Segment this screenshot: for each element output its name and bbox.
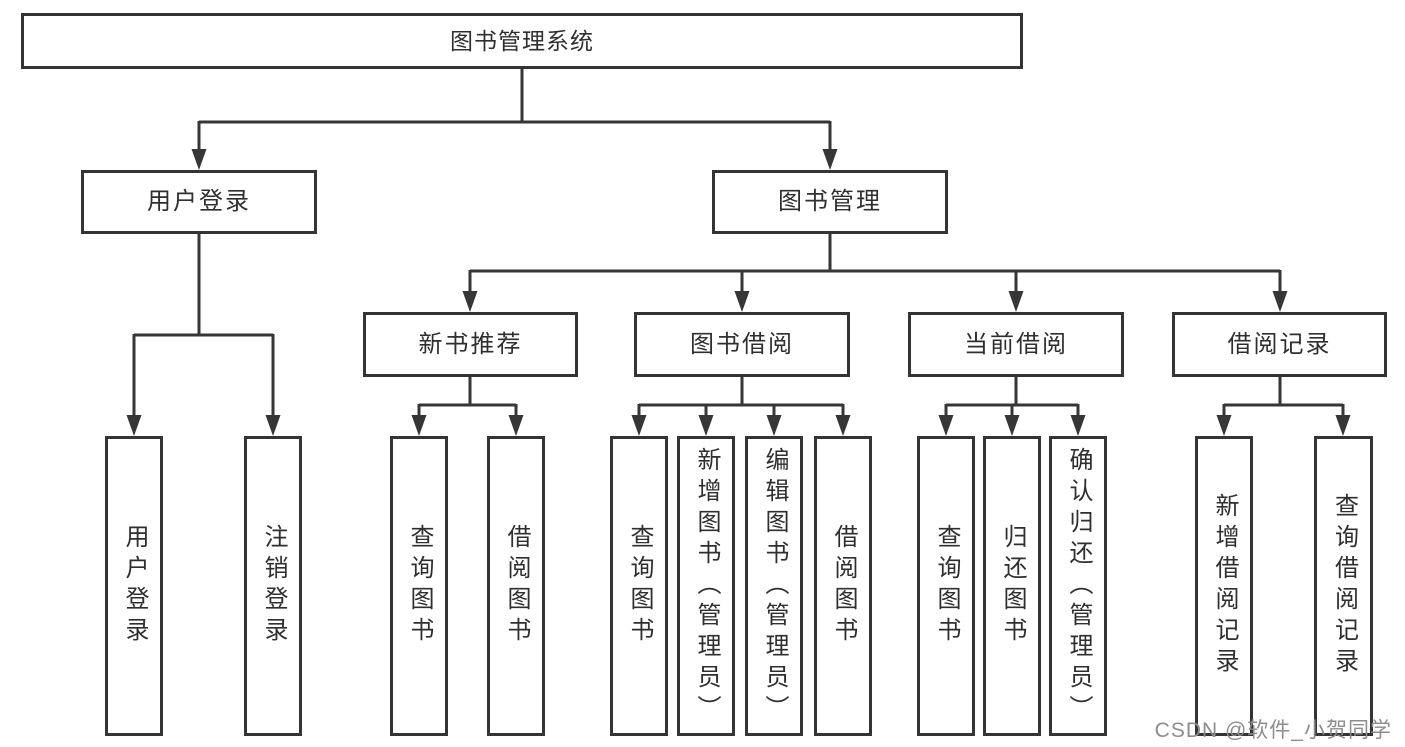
node-borrow-add-books-admin: 新增图书（管理员） xyxy=(677,436,735,736)
arrowhead xyxy=(1216,415,1232,436)
arrowhead xyxy=(126,415,142,436)
node-logout-leaf: 注销登录 xyxy=(244,436,302,736)
node-current-confirm-return-admin: 确认归还（管理员） xyxy=(1049,436,1107,736)
arrowhead xyxy=(462,291,478,312)
connector-new-books xyxy=(411,377,524,436)
node-records-add-record: 新增借阅记录 xyxy=(1195,436,1253,736)
arrowhead xyxy=(1008,291,1024,312)
arrowhead xyxy=(766,415,782,436)
arrowhead xyxy=(631,415,647,436)
node-borrow-query-books: 查询图书 xyxy=(610,436,668,736)
connector-current-borrow xyxy=(938,377,1086,436)
arrowhead xyxy=(1070,415,1086,436)
connector-book-mgmt xyxy=(462,234,1288,312)
node-current-query-books: 查询图书 xyxy=(917,436,975,736)
arrowhead xyxy=(508,415,524,436)
arrowhead xyxy=(822,149,838,170)
arrowhead xyxy=(835,415,851,436)
connector-root xyxy=(191,69,838,170)
node-root: 图书管理系统 xyxy=(21,13,1023,69)
node-user-login: 用户登录 xyxy=(81,170,317,234)
node-borrow-borrow-books: 借阅图书 xyxy=(814,436,872,736)
arrowhead xyxy=(938,415,954,436)
arrowhead xyxy=(1272,291,1288,312)
node-book-borrow: 图书借阅 xyxy=(634,312,850,377)
arrowhead xyxy=(734,291,750,312)
node-records-query-record: 查询借阅记录 xyxy=(1314,436,1373,736)
node-borrow-edit-books-admin: 编辑图书（管理员） xyxy=(745,436,803,736)
node-user-login-leaf: 用户登录 xyxy=(105,436,163,736)
node-current-borrow: 当前借阅 xyxy=(908,312,1124,377)
arrowhead xyxy=(1335,415,1351,436)
arrowhead xyxy=(265,415,281,436)
connector-user-login xyxy=(126,233,281,436)
arrowhead xyxy=(698,415,714,436)
connector-borrow-records xyxy=(1216,377,1351,436)
node-newbooks-borrow-books: 借阅图书 xyxy=(487,436,545,736)
arrowhead xyxy=(1004,415,1020,436)
arrowhead xyxy=(191,149,207,170)
node-new-books: 新书推荐 xyxy=(363,312,578,377)
node-book-mgmt: 图书管理 xyxy=(712,170,948,234)
node-newbooks-query-books: 查询图书 xyxy=(390,436,448,736)
node-current-return-books: 归还图书 xyxy=(983,436,1041,736)
connector-book-borrow xyxy=(631,377,851,436)
csdn-watermark: CSDN @软件_小贺同学 xyxy=(1154,719,1392,742)
arrowhead xyxy=(411,415,427,436)
node-borrow-records: 借阅记录 xyxy=(1172,312,1387,377)
